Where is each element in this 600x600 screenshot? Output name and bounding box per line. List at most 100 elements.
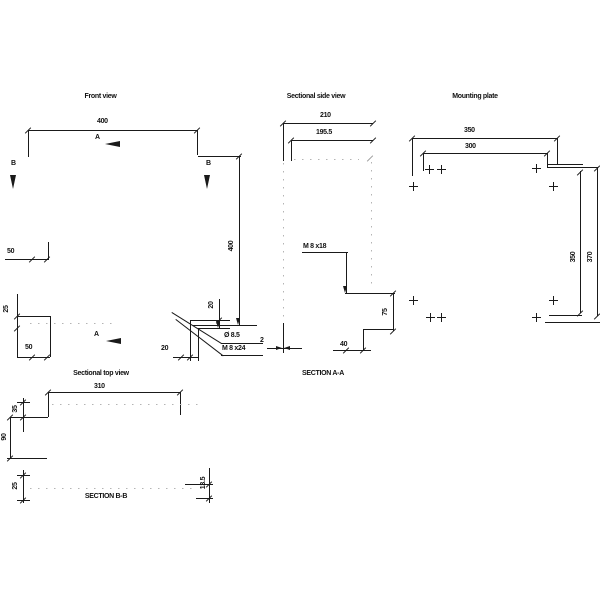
stipple-line [30,323,112,324]
dimension-line [580,171,581,313]
extension-line [17,475,30,476]
top-view-title: Sectional top view [73,370,129,377]
dim-210: 210 [320,112,331,119]
outline-line [363,329,393,330]
callout-thread: M 8 x24 [222,345,246,352]
dim-195-5: 195.5 [316,129,333,136]
dimension-line [28,130,197,131]
dim-50-lower: 50 [25,344,33,351]
stipple-line [294,159,359,160]
extension-line [557,138,558,164]
callout-hole-diameter: Ø 8.5 [224,332,240,339]
arrowhead [284,346,290,350]
stipple-line [52,404,198,405]
leader-line [346,252,347,293]
outline-line [547,167,597,168]
hole-center-mark [437,165,446,174]
arrowhead [343,286,347,293]
extension-line [423,153,424,171]
dim-400-width: 400 [97,118,108,125]
extension-line [17,500,30,501]
hole-center-mark [426,313,435,322]
outline-line [180,392,181,415]
leader-underline [302,252,348,253]
front-view-title: Front view [84,93,117,100]
outline-line [345,293,395,294]
dimension-line [393,293,394,331]
cut-label-b-left: B [11,160,16,167]
dim-310: 310 [94,383,105,390]
dimension-line [209,468,210,503]
section-arrow-b-right [204,175,210,189]
extension-line [17,402,30,403]
outline-line [190,320,230,321]
extension-line [196,498,213,499]
hole-center-mark [437,313,446,322]
section-b-b-label: SECTION B-B [84,493,128,500]
leader-underline [221,355,263,356]
hole-center-mark [425,165,434,174]
outline-line [193,325,257,326]
extension-line [28,130,29,157]
extension-line [291,140,292,161]
hole-center-mark [549,182,558,191]
dimension-line [173,357,198,358]
outline-line [7,458,47,459]
dimension-line [423,153,547,154]
outline-line [547,164,583,165]
dim-90: 90 [0,433,8,441]
hole-center-mark [532,313,541,322]
view-arrow-a [105,141,120,147]
dimension-line [283,123,373,124]
cut-label-a: A [95,134,100,141]
callout-thread-m8x18: M 8 x18 [303,243,327,250]
dim-35: 35 [11,405,19,413]
outline-line [48,392,49,417]
dimension-line [17,357,50,358]
cut-label-b-right: B [206,160,211,167]
extension-line [198,328,199,361]
hole-center-mark [532,164,541,173]
hole-center-mark [549,296,558,305]
extension-line [197,130,198,155]
mounting-plate-title: Mounting plate [452,93,498,100]
dimension-line [239,156,240,325]
hole-center-mark [409,182,418,191]
dimension-line [5,259,48,260]
section-a-a-label: SECTION A-A [302,370,344,377]
leader-underline [221,343,263,344]
dim-350-width: 350 [464,127,475,134]
dimension-line [219,299,220,328]
dim-wall-2: 2 [260,337,264,344]
arrowhead [236,318,240,325]
arrowhead [276,346,282,350]
stipple-line [371,162,372,290]
cut-label-a-lower: A [94,331,99,338]
side-view-title: Sectional side view [286,93,346,100]
stipple-line [30,488,196,489]
dimension-line [333,350,371,351]
extension-line [547,153,548,168]
section-arrow-b-left [10,175,16,189]
dimension-line [291,140,373,141]
extension-line [190,320,191,361]
outline-line [198,328,230,329]
view-arrow-a-lower [106,338,121,344]
dimension-line [597,167,598,316]
hole-center-mark [409,296,418,305]
extension-line [283,123,284,161]
arrowhead [216,321,220,328]
extension-line [185,484,213,485]
dimension-line [412,138,557,139]
dimension-line [48,392,180,393]
dim-20-horizontal: 20 [161,345,169,352]
stipple-line [283,163,284,330]
dim-300: 300 [465,143,476,150]
dim-13-5: 13.5 [199,476,207,490]
outline-line [549,315,582,316]
extension-line [48,242,49,260]
